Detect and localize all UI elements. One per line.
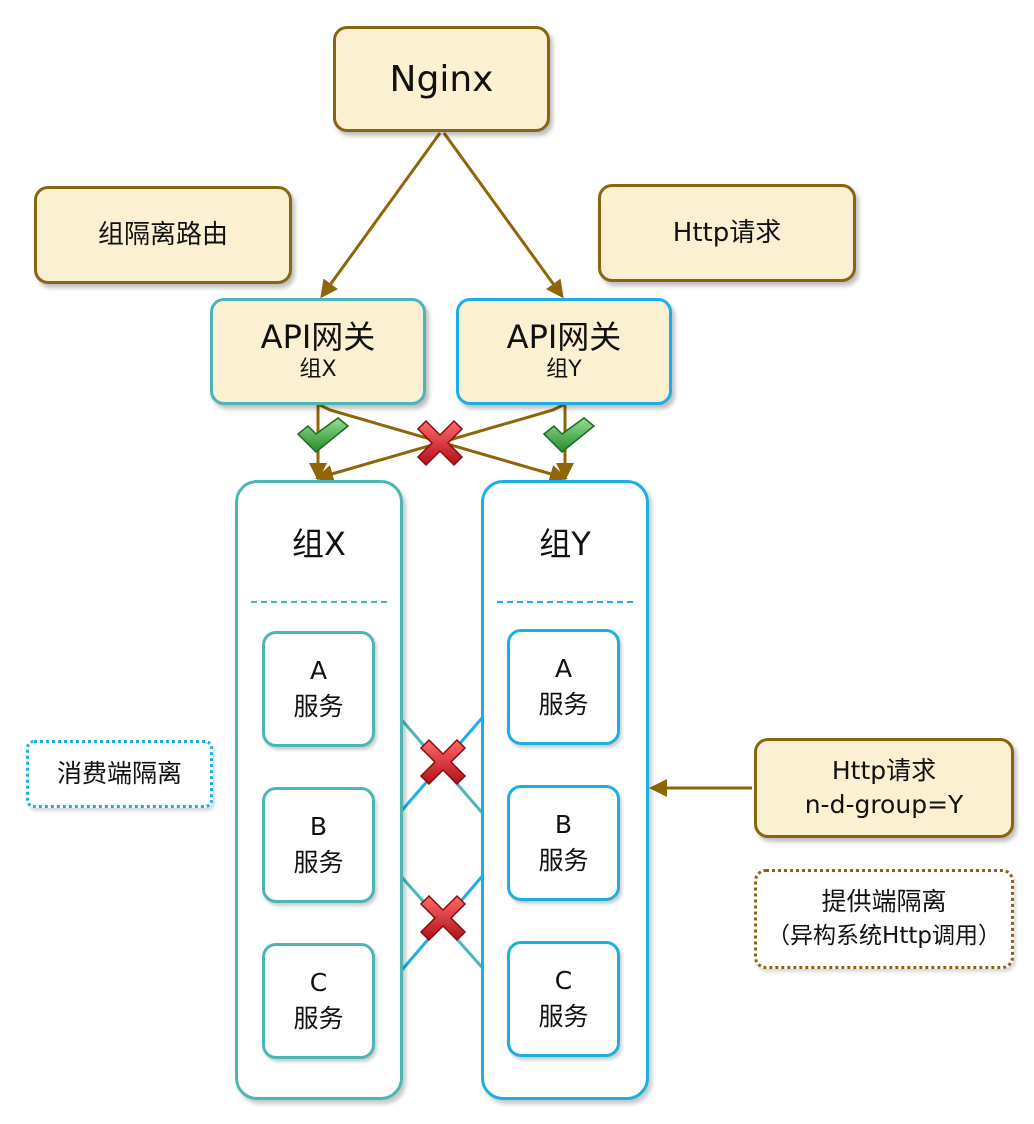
http-request-line1: Http请求 [831,756,937,785]
service-label: 服务 [293,848,344,877]
service-letter: A [554,654,573,683]
service-x-c: C 服务 [262,943,375,1059]
arrow-gateway-x-to-group-y-blocked [317,402,568,483]
http-request-note: Http请求 [598,184,856,282]
service-label: 服务 [293,692,344,721]
arrow-nginx-to-gateway-y [442,132,564,299]
consumer-isolation-note: 消费端隔离 [26,740,213,808]
service-letter: A [309,656,328,685]
gateway-group: 组X [299,356,337,382]
service-y-a: A 服务 [507,629,620,745]
group-routing-label: 组隔离路由 [97,220,228,250]
gateway-group: 组Y [546,356,582,382]
cross-icon [419,738,467,786]
service-label: 服务 [293,1004,344,1033]
arrow-gateway-y-to-group-x-blocked [315,402,566,483]
nginx-node: Nginx [333,26,550,132]
nginx-label: Nginx [389,58,494,100]
check-icon [542,417,596,454]
group-divider [497,601,633,603]
api-gateway-y: API网关 组Y [456,298,672,405]
arrow-nginx-to-gateway-x [320,132,442,299]
service-y-c: C 服务 [507,941,620,1057]
group-divider [251,601,387,603]
service-letter: C [309,968,328,997]
gateway-title: API网关 [260,317,376,356]
group-title: 组Y [539,525,591,563]
service-label: 服务 [538,690,589,719]
group-title: 组X [292,525,346,563]
http-request-header-note: Http请求 n-d-group=Y [754,738,1014,838]
check-icon [296,417,350,454]
http-request-label: Http请求 [672,218,782,248]
provider-isolation-note: 提供端隔离 （异构系统Http调用） [754,869,1014,969]
api-gateway-x: API网关 组X [210,298,426,405]
service-letter: B [309,812,328,841]
gateway-title: API网关 [506,317,622,356]
cross-icon [419,894,467,942]
provider-isolation-line1: 提供端隔离 [821,887,947,916]
service-letter: B [554,810,573,839]
service-x-b: B 服务 [262,787,375,903]
http-request-line2: n-d-group=Y [804,790,964,819]
service-x-a: A 服务 [262,631,375,747]
group-routing-note: 组隔离路由 [34,186,292,284]
cross-icon [416,419,464,467]
service-y-b: B 服务 [507,785,620,901]
consumer-isolation-label: 消费端隔离 [56,759,182,788]
provider-isolation-line2: （异构系统Http调用） [767,923,1001,949]
service-letter: C [554,966,573,995]
service-label: 服务 [538,1002,589,1031]
service-label: 服务 [538,846,589,875]
